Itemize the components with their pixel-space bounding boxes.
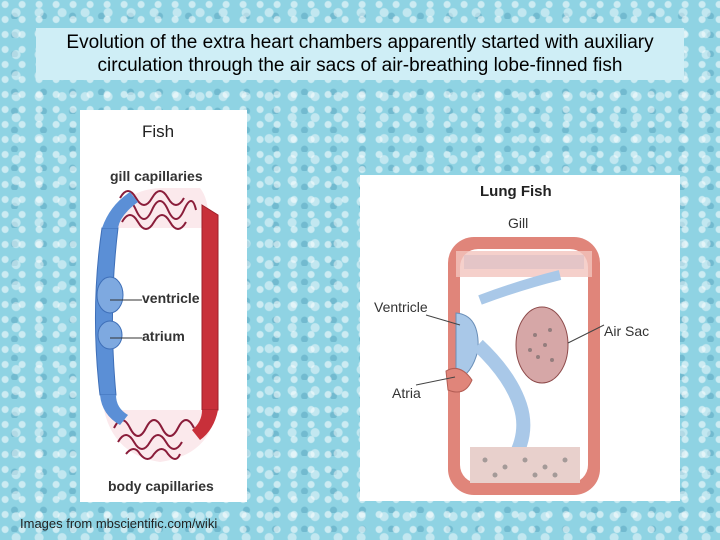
fish-heading: Fish — [142, 122, 175, 141]
ventricle-shape — [96, 276, 124, 314]
ventricle-label: Ventricle — [374, 299, 428, 315]
image-credit: Images from mbscientific.com/wiki — [20, 516, 218, 531]
fish-circulation-diagram: Fish gill capillaries ventricle atrium b… — [80, 110, 247, 502]
lung-fish-heading: Lung Fish — [480, 183, 552, 200]
ventricle-label: ventricle — [142, 290, 200, 306]
gill-label: Gill — [508, 215, 529, 231]
lung-fish-circulation-diagram: Lung Fish Gill Ventricle Air Sac Atria — [360, 175, 680, 501]
air-sac-shape — [515, 306, 569, 384]
atria-shape — [445, 368, 473, 393]
body-capillary-region — [470, 447, 580, 483]
air-sac-label: Air Sac — [604, 323, 650, 339]
oxygenated-vessel — [201, 204, 219, 411]
lung-fish-circulation-drawing — [415, 237, 605, 495]
atrium-label: atrium — [142, 328, 185, 344]
fish-circulation-drawing — [94, 188, 219, 462]
body-capillaries-label: body capillaries — [108, 478, 214, 494]
atrium-shape — [97, 320, 123, 350]
gill-region — [456, 251, 592, 277]
slide-title: Evolution of the extra heart chambers ap… — [36, 28, 684, 80]
body-capillary-bed — [100, 395, 218, 462]
atria-label: Atria — [392, 385, 421, 401]
gill-capillaries-label: gill capillaries — [110, 168, 203, 184]
